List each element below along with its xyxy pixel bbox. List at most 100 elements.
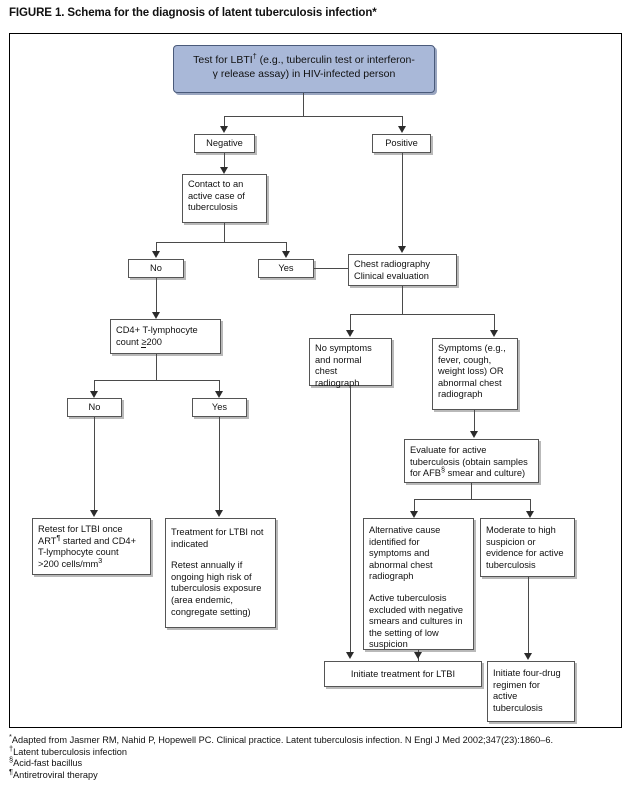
node-negative[interactable]: Negative (194, 134, 255, 153)
node-label-line5: radiograph (438, 389, 483, 400)
asterisk-marker: * (9, 731, 12, 741)
edge-evaluate-split (414, 499, 531, 501)
node-contact-yes[interactable]: Yes (258, 259, 314, 278)
node-label-line3: tuberculosis (188, 202, 238, 213)
node-label: No (88, 402, 101, 412)
arrow-to-negative (220, 126, 228, 133)
edge-nosymptoms-initiate (350, 386, 352, 655)
edge-to-negative (224, 116, 226, 129)
edge-contact-split (156, 242, 287, 244)
footnote-4-text: Antiretroviral therapy (12, 769, 98, 780)
section-marker: § (9, 755, 14, 765)
node-paragraph-2: Retest annually if ongoing high risk of … (171, 560, 270, 618)
node-cd4-count[interactable]: CD4+ T-lymphocyte count ≥200 (110, 319, 221, 354)
node-cd4-no[interactable]: No (67, 398, 122, 417)
node-label: Positive (385, 138, 418, 148)
node-retest-ltbi[interactable]: Retest for LTBI once ART¶ started and CD… (32, 518, 151, 575)
edge-contact-down (224, 223, 226, 242)
arrow-evaluate-moderate (526, 511, 534, 518)
node-contact-no[interactable]: No (128, 259, 184, 278)
node-label-line5: tuberculosis exposure (171, 583, 262, 594)
dagger-marker: † (252, 51, 257, 61)
node-label-line8: smears and cultures in (369, 616, 463, 627)
node-label-line4: abnormal chest (438, 377, 502, 388)
node-label-line2: active case of (188, 190, 245, 201)
node-label-line1: Contact to an (188, 179, 244, 189)
arrow-cd4yes-notindicated (215, 510, 223, 517)
node-label-line3: symptoms and (369, 548, 430, 559)
arrow-contact-yes (282, 251, 290, 258)
node-label-line3: evidence for active (486, 548, 564, 559)
flowchart-canvas: Test for LBTI† (e.g., tuberculin test or… (10, 34, 623, 729)
edge-cd4no-retest (94, 417, 96, 513)
node-symptoms[interactable]: Symptoms (e.g., fever, cough, weight los… (432, 338, 518, 410)
footnote-3: §Acid-fast bacillus (9, 755, 641, 770)
arrow-to-positive (398, 126, 406, 133)
arrow-negative-contact (220, 167, 228, 174)
edge-evaluate-moderate (530, 499, 532, 514)
footnote-2-text: Latent tuberculosis infection (13, 746, 128, 757)
node-label-line6: Active tuberculosis (369, 592, 447, 603)
node-label-line2: suspicion or (486, 536, 536, 547)
node-label-line2: identified for (369, 536, 420, 547)
edge-cd4-no (94, 380, 96, 394)
edge-start-split (224, 116, 403, 118)
node-label-line2: and normal chest (315, 354, 362, 377)
dagger-marker: † (9, 743, 14, 753)
node-label-line7: excluded with negative (369, 604, 464, 615)
node-cd4-yes[interactable]: Yes (192, 398, 247, 417)
node-chest-radiography[interactable]: Chest radiography Clinical evaluation (348, 254, 457, 286)
footnote-1: *Adapted from Jasmer RM, Nahid P, Hopewe… (9, 731, 641, 747)
footnote-3-text: Acid-fast bacillus (13, 758, 83, 769)
edge-cd4-yes (219, 380, 221, 394)
node-label-line3: T-lymphocyte count (38, 547, 119, 558)
node-label: Negative (206, 138, 243, 148)
node-label-line3: radiograph (315, 377, 360, 388)
node-test-for-ltbi[interactable]: Test for LBTI† (e.g., tuberculin test or… (173, 45, 435, 93)
node-label-line2: tuberculosis (obtain samples (410, 456, 528, 467)
node-alternative-cause[interactable]: Alternative cause identified for symptom… (363, 518, 474, 650)
node-no-symptoms[interactable]: No symptoms and normal chest radiograph (309, 338, 392, 388)
node-label-line1: Retest for LTBI once (38, 524, 123, 534)
node-label: Yes (211, 402, 228, 412)
node-paragraph-2: Active tuberculosis excluded with negati… (369, 593, 468, 651)
node-label-line2: regimen for (493, 679, 541, 690)
node-label-line4: ongoing high risk of (171, 571, 252, 582)
node-label-line1: Moderate to high (486, 525, 556, 535)
edge-chest-nosymptoms (350, 314, 352, 333)
node-label-line4: abnormal chest (369, 559, 433, 570)
arrow-chest-nosymptoms (346, 330, 354, 337)
edge-cd4-split (94, 380, 220, 382)
footnote-4: ¶Antiretroviral therapy (9, 768, 641, 782)
footnote-2: †Latent tuberculosis infection (9, 743, 641, 759)
greater-or-equal-glyph: ≥ (141, 336, 147, 348)
edge-moderate-fourdrug (528, 577, 530, 657)
node-evaluate-active-tb[interactable]: Evaluate for active tuberculosis (obtain… (404, 439, 539, 483)
node-label-line4: tuberculosis (486, 559, 536, 570)
node-label-line1: Treatment for LTBI not (171, 527, 264, 537)
arrow-nosymptoms-initiate (346, 652, 354, 659)
node-positive[interactable]: Positive (372, 134, 431, 153)
node-initiate-four-drug[interactable]: Initiate four-drug regimen for active tu… (487, 661, 575, 722)
arrow-cd4-no (90, 391, 98, 398)
arrow-cd4-yes (215, 391, 223, 398)
node-contact-active-case[interactable]: Contact to an active case of tuberculosi… (182, 174, 267, 223)
node-label-line2: γ release assay) in HIV-infected person (212, 68, 396, 80)
node-label-line4: >200 cells/mm3 (38, 555, 103, 569)
node-label-line1: Chest radiography (354, 259, 430, 269)
node-moderate-high-suspicion[interactable]: Moderate to high suspicion or evidence f… (480, 518, 575, 577)
node-label-line2: indicated (171, 538, 209, 549)
node-label-line3: for AFB§ smear and culture) (410, 465, 526, 479)
node-label-line1: Test for LBTI† (e.g., tuberculin test or… (193, 51, 415, 66)
node-label-line9: the setting of low (369, 627, 439, 638)
arrow-altcause-initiate (414, 652, 422, 659)
node-initiate-treatment-ltbi[interactable]: Initiate treatment for LTBI (324, 661, 482, 687)
edge-contact-yes (286, 242, 288, 254)
footnote-1-text: Adapted from Jasmer RM, Nahid P, Hopewel… (11, 735, 554, 745)
node-treatment-not-indicated[interactable]: Treatment for LTBI not indicated Retest … (165, 518, 276, 628)
footnotes: *Adapted from Jasmer RM, Nahid P, Hopewe… (9, 731, 641, 782)
node-label-line1: Initiate four-drug (493, 668, 561, 678)
node-label-line1: Symptoms (e.g., (438, 343, 506, 353)
node-label-line1: No symptoms (315, 343, 372, 353)
node-label-line2: ART¶ started and CD4+ (38, 532, 137, 546)
